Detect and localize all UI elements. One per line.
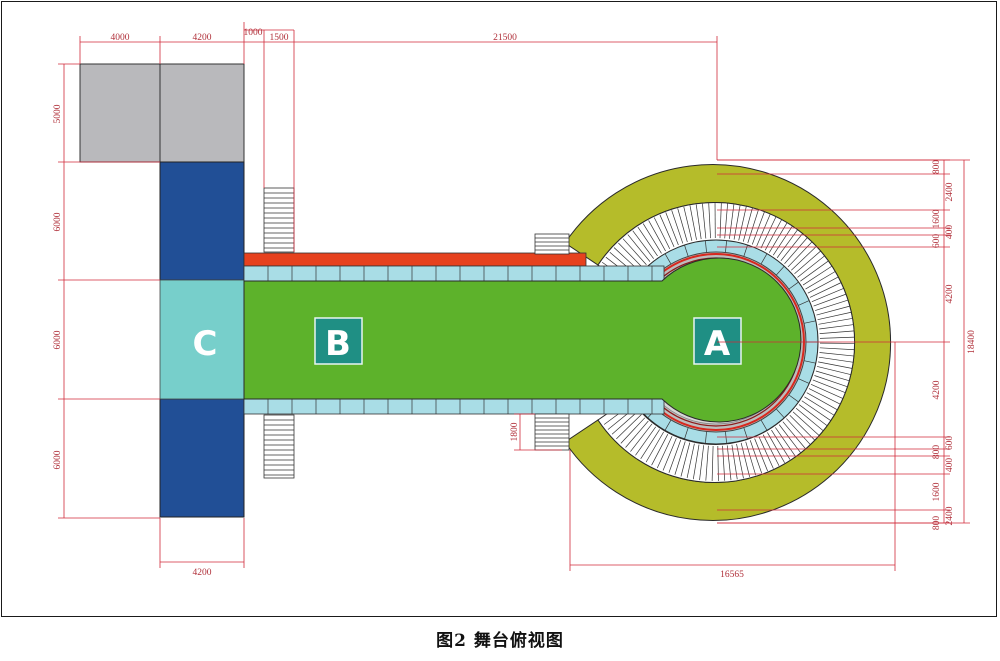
dim-right-13: 800 — [932, 516, 942, 531]
dim-right-8: 600 — [945, 436, 955, 451]
tile-strip-bottom — [243, 398, 665, 415]
wing-upper — [159, 161, 245, 281]
dim-bottom-right — [569, 342, 896, 571]
dim-bottom-right-label: 16565 — [720, 570, 744, 580]
zone-b-label: B — [325, 324, 351, 364]
dim-top-4: 1500 — [270, 33, 289, 43]
zone-a-label: A — [704, 324, 731, 364]
dim-right-11: 1600 — [932, 482, 942, 501]
stair-lower-right — [534, 413, 570, 451]
dim-right-5: 600 — [932, 234, 942, 249]
dim-step-depth — [514, 413, 562, 451]
dim-right-7: 4200 — [932, 380, 942, 399]
dim-right-10: 400 — [945, 458, 955, 473]
stair-lower-left — [263, 414, 295, 479]
drawing-frame: C B A 4000 4200 1000 1500 21500 — [1, 1, 997, 617]
dim-top-2: 4200 — [193, 33, 212, 43]
dim-right-9: 800 — [932, 445, 942, 460]
dim-right-6: 4200 — [945, 284, 955, 303]
dim-top-5: 21500 — [493, 33, 517, 43]
wing-lower — [159, 398, 245, 518]
dim-right-3: 1600 — [932, 209, 942, 228]
dim-left-3: 6000 — [53, 330, 63, 349]
tile-strip-top — [243, 265, 665, 282]
dim-right-1: 800 — [932, 160, 942, 175]
dim-bottom-left — [159, 518, 245, 568]
dim-top-3: 1000 — [244, 28, 263, 38]
dim-bottom-left-label: 4200 — [193, 568, 212, 578]
tile-strip-joints — [267, 266, 653, 414]
dim-right-4: 400 — [945, 225, 955, 240]
stage-plan-diagram: C B A 4000 4200 1000 1500 21500 — [53, 22, 977, 580]
zone-b-label-box — [314, 317, 363, 365]
upper-block-right — [159, 63, 245, 163]
dim-right-chain — [717, 159, 970, 524]
figure-number: 图2 — [436, 631, 467, 651]
dim-top-1: 4000 — [111, 33, 130, 43]
dim-left-4: 6000 — [53, 450, 63, 469]
zone-a-label-box — [693, 317, 742, 365]
zone-c-label-box — [183, 318, 227, 364]
seating-steps — [601, 203, 855, 481]
dim-right-12: 2400 — [945, 506, 955, 525]
stair-upper-left — [263, 187, 295, 253]
dim-step-depth-label: 1800 — [510, 422, 520, 441]
stair-upper-right — [534, 233, 570, 255]
dim-overall-height: 18400 — [967, 330, 977, 354]
dim-left-1: 5000 — [53, 104, 63, 123]
dim-left-2: 6000 — [53, 212, 63, 231]
red-edge-bar — [243, 252, 587, 267]
dim-top-chain — [79, 22, 718, 252]
dim-left-chain — [58, 63, 160, 519]
zone-c-label: C — [193, 324, 218, 364]
dim-right-2: 2400 — [945, 182, 955, 201]
upper-block-left — [79, 63, 161, 163]
figure-title: 舞台俯视图 — [473, 631, 564, 651]
figure-caption: 图2 舞台俯视图 — [0, 626, 1000, 651]
green-stage-floor — [243, 257, 802, 423]
